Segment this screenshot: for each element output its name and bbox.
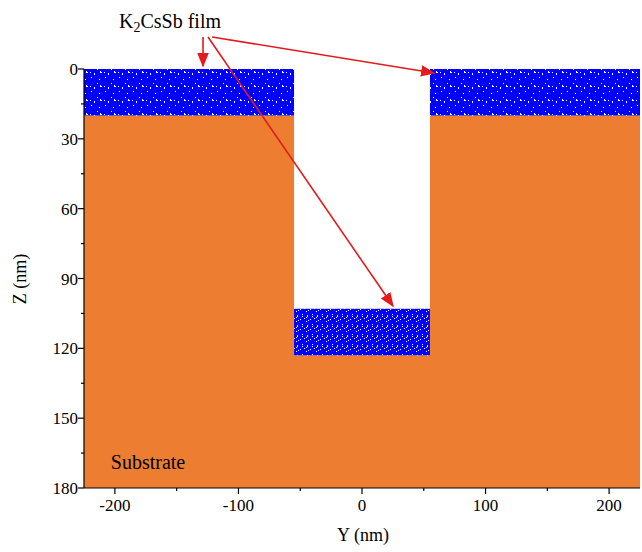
z-tick-label: 90 [61,270,78,287]
z-tick-label: 0 [70,61,79,78]
region-label: Substrate [111,452,185,472]
axis-title: Z (nm) [11,253,29,303]
z-tick-label: 180 [53,480,79,497]
film-right [430,69,640,116]
z-tick-label: 120 [53,340,79,357]
leader-arrows [203,37,434,306]
film-left [84,69,294,116]
z-tick-label: 60 [61,200,78,217]
y-tick-label: -200 [99,497,130,514]
z-tick-label: 30 [61,130,78,147]
y-tick-label: 100 [473,497,499,514]
film-trench-bottom [294,309,430,356]
y-tick-label: 0 [358,497,367,514]
y-tick-label: -100 [223,497,254,514]
z-tick-label: 150 [53,410,79,427]
substrate-body [84,116,640,488]
y-tick-label: 200 [596,497,622,514]
film-label: K2CsSb film [119,11,221,31]
axis-title: Y (nm) [337,526,389,544]
axes [78,69,640,494]
